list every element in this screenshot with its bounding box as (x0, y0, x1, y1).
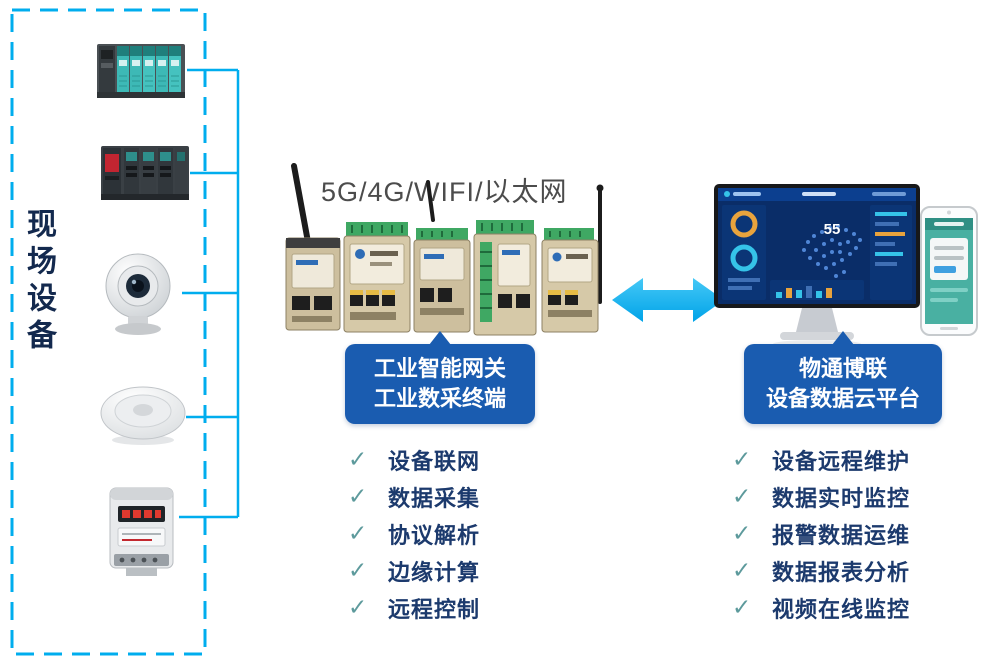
feature-label: 视频在线监控 (772, 596, 911, 622)
list-item: ✓ 设备联网 (348, 441, 480, 478)
feature-label: 边缘计算 (388, 559, 481, 585)
check-icon: ✓ (732, 520, 752, 546)
list-item: ✓ 数据实时监控 (732, 478, 910, 515)
list-item: ✓ 视频在线监控 (732, 589, 910, 626)
feature-label: 远程控制 (388, 596, 481, 622)
feature-label: 数据报表分析 (772, 559, 911, 585)
feature-label: 报警数据运维 (772, 522, 911, 548)
china-map-dots (802, 224, 862, 278)
gateway-feature-list: ✓ 设备联网 ✓ 数据采集 ✓ 协议解析 ✓ 边缘计算 ✓ 远程控制 (348, 441, 480, 626)
check-icon: ✓ (348, 483, 368, 509)
double-arrow-icon (612, 278, 724, 322)
field-devices-dashed-border (10, 8, 207, 656)
field-devices-label: 现场设备 (22, 208, 55, 356)
list-item: ✓ 数据采集 (348, 478, 480, 515)
list-item: ✓ 数据报表分析 (732, 552, 910, 589)
dashboard-monitor-image: 55 (714, 184, 920, 348)
check-icon: ✓ (348, 520, 368, 546)
list-item: ✓ 协议解析 (348, 515, 480, 552)
platform-bubble: 物通博联 设备数据云平台 (744, 331, 942, 424)
plc-rack-teal-image (97, 44, 185, 98)
feature-label: 设备联网 (388, 448, 481, 474)
check-icon: ✓ (348, 446, 368, 472)
gateway-devices-image (285, 163, 604, 336)
check-icon: ✓ (348, 594, 368, 620)
device-bus-lines (179, 68, 240, 519)
list-item: ✓ 设备远程维护 (732, 441, 910, 478)
list-item: ✓ 边缘计算 (348, 552, 480, 589)
check-icon: ✓ (732, 483, 752, 509)
platform-feature-list: ✓ 设备远程维护 ✓ 数据实时监控 ✓ 报警数据运维 ✓ 数据报表分析 ✓ 视频… (732, 441, 910, 626)
dashboard-value: 55 (824, 221, 841, 238)
phone-image (920, 206, 978, 336)
check-icon: ✓ (732, 557, 752, 583)
list-item: ✓ 远程控制 (348, 589, 480, 626)
gateway-bubble: 工业智能网关 工业数采终端 (345, 331, 535, 424)
smoke-detector-image (100, 386, 186, 445)
platform-bubble-line2: 设备数据云平台 (765, 386, 920, 411)
ip-camera-image (105, 253, 171, 335)
gateway-bubble-line2: 工业数采终端 (373, 386, 506, 411)
feature-label: 数据实时监控 (772, 485, 911, 511)
check-icon: ✓ (732, 594, 752, 620)
list-item: ✓ 报警数据运维 (732, 515, 910, 552)
platform-bubble-line1: 物通博联 (798, 356, 887, 381)
monitor-stand (796, 308, 838, 332)
gateway-bubble-line1: 工业智能网关 (373, 356, 506, 381)
feature-label: 数据采集 (388, 485, 481, 511)
bubble-tail (429, 331, 451, 345)
connectivity-label: 5G/4G/WIFI/以太网 (321, 177, 568, 207)
feature-label: 协议解析 (388, 522, 481, 548)
bubble-tail (832, 331, 854, 345)
check-icon: ✓ (348, 557, 368, 583)
plc-rack-dark-image (101, 146, 189, 200)
antenna-icon (291, 163, 604, 304)
energy-meter-image (109, 487, 174, 576)
check-icon: ✓ (732, 446, 752, 472)
feature-label: 设备远程维护 (772, 448, 911, 474)
